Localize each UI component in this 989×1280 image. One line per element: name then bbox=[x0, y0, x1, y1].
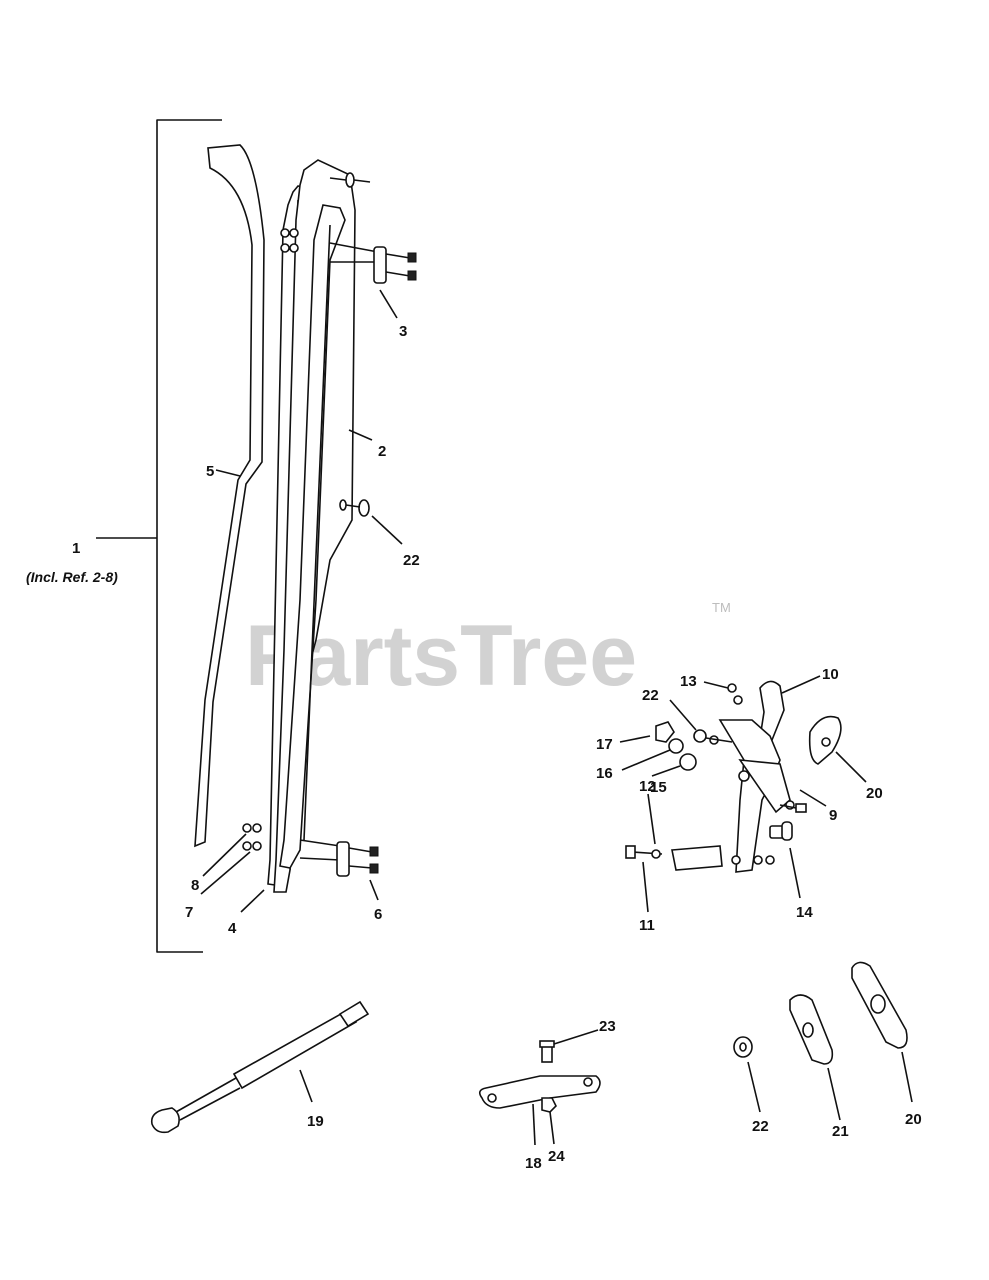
callout-5: 5 bbox=[206, 463, 214, 480]
part-18-bracket bbox=[478, 1040, 601, 1113]
callout-17: 17 bbox=[596, 736, 613, 753]
callout-4: 4 bbox=[228, 920, 237, 937]
bottom-hardware-group bbox=[242, 823, 379, 877]
lever-assembly bbox=[625, 680, 842, 873]
leader-lines bbox=[200, 289, 913, 1146]
callout-9: 9 bbox=[829, 807, 837, 824]
callout-12: 12 bbox=[639, 778, 656, 795]
top-hardware-group bbox=[280, 172, 417, 284]
callout-20-lever: 20 bbox=[866, 785, 883, 802]
callout-16: 16 bbox=[596, 765, 613, 782]
callout-8: 8 bbox=[191, 877, 199, 894]
callout-11: 11 bbox=[639, 917, 655, 934]
callout-7: 7 bbox=[185, 904, 193, 921]
part-2-inner-rail bbox=[279, 204, 346, 869]
callout-24: 24 bbox=[548, 1148, 565, 1165]
callout-6: 6 bbox=[374, 906, 382, 923]
callout-14: 14 bbox=[796, 904, 813, 921]
part-5-curved-rail bbox=[194, 144, 265, 848]
part-19-gas-strut bbox=[150, 1000, 370, 1134]
part-20-plate bbox=[851, 961, 908, 1049]
part-22-washer bbox=[733, 1036, 753, 1058]
callout-23: 23 bbox=[599, 1018, 616, 1035]
callout-2: 2 bbox=[378, 443, 386, 460]
callout-21: 21 bbox=[832, 1123, 849, 1140]
callout-22-lever: 22 bbox=[642, 687, 659, 704]
callout-13: 13 bbox=[680, 673, 697, 690]
callout-18: 18 bbox=[525, 1155, 542, 1172]
callout-20-plate: 20 bbox=[905, 1111, 922, 1128]
callout-22-rail: 22 bbox=[403, 552, 420, 569]
callout-15: 15 bbox=[650, 779, 667, 796]
callout-22-washer: 22 bbox=[752, 1118, 769, 1135]
callout-19: 19 bbox=[307, 1113, 324, 1130]
callout-1: 1 bbox=[72, 540, 80, 557]
callout-1-note: (Incl. Ref. 2-8) bbox=[26, 569, 118, 585]
middle-washer-group bbox=[339, 499, 370, 517]
watermark-tm: TM bbox=[712, 600, 731, 615]
callout-10: 10 bbox=[822, 666, 839, 683]
part-21-plate bbox=[789, 994, 834, 1065]
callout-3: 3 bbox=[399, 323, 407, 340]
assembly-bracket bbox=[96, 119, 222, 953]
